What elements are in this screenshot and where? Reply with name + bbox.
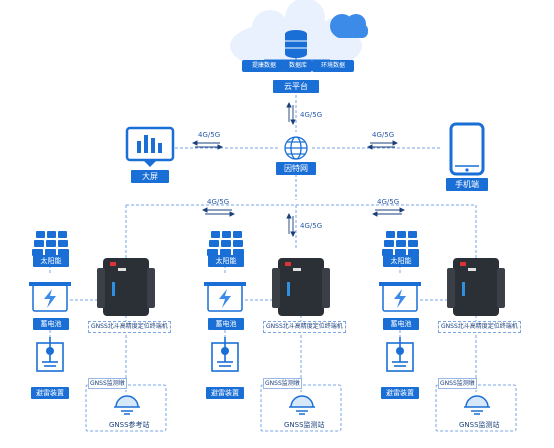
- solar-panel-icon: [382, 231, 419, 256]
- cloud-item-health-data: 提康数据: [242, 60, 286, 72]
- cloud-item-environment-data: 环境数据: [312, 60, 354, 72]
- cloud-item-database: 数据库: [284, 60, 312, 72]
- big-screen-icon: [125, 126, 175, 167]
- battery-label: 蓄电池: [208, 318, 244, 330]
- battery-label: 蓄电池: [33, 318, 69, 330]
- terminal-label: GNSS北斗高精度定位终端机: [263, 321, 346, 333]
- solar-panel-icon: [32, 231, 69, 256]
- gnss-station-label: GNSS监测站: [284, 421, 325, 429]
- left-link-label: 4G/5G: [207, 198, 230, 206]
- gnss-antenna-icon: [114, 395, 140, 415]
- gnss-antenna-icon: [464, 395, 490, 415]
- solar-label: 太阳能: [208, 255, 244, 267]
- lightning-rod-icon: [386, 337, 414, 372]
- gnss-pier-tag: GNSS监测墩: [88, 378, 127, 389]
- lightning-protector-label: 避雷装置: [206, 387, 244, 399]
- battery-icon: [29, 282, 71, 312]
- right-link-label: 4G/5G: [377, 198, 400, 206]
- center-link-label: 4G/5G: [300, 222, 323, 230]
- lightning-rod-icon: [211, 337, 239, 372]
- gnss-terminal-device: [447, 258, 505, 316]
- station-1-art: [29, 231, 167, 432]
- lightning-protector-label: 避雷装置: [381, 387, 419, 399]
- terminal-label: GNSS北斗高精度定位终端机: [438, 321, 521, 333]
- phone-label: 手机端: [446, 178, 488, 191]
- gnss-pier-tag: GNSS监测墩: [438, 378, 477, 389]
- solar-label: 太阳能: [383, 255, 419, 267]
- solar-label: 太阳能: [33, 255, 69, 267]
- solar-panel-icon: [207, 231, 244, 256]
- battery-icon: [379, 282, 421, 312]
- internet-globe-icon: [284, 136, 308, 160]
- database-icon: [285, 30, 307, 58]
- gnss-station-label: GNSS监测站: [459, 421, 500, 429]
- link-arrows: [191, 101, 406, 238]
- lightning-protector-label: 避雷装置: [31, 387, 69, 399]
- gnss-pier-tag: GNSS监测墩: [263, 378, 302, 389]
- big-screen-link-label: 4G/5G: [198, 131, 221, 139]
- connection-lines: [125, 95, 477, 258]
- cloud-link-label: 4G/5G: [300, 111, 323, 119]
- terminal-label: GNSS北斗高精度定位终端机: [88, 321, 171, 333]
- battery-icon: [204, 282, 246, 312]
- phone-link-label: 4G/5G: [372, 131, 395, 139]
- internet-label: 因特网: [276, 162, 316, 175]
- battery-label: 蓄电池: [383, 318, 419, 330]
- phone-icon: [449, 122, 485, 176]
- cloud-platform-label: 云平台: [273, 80, 319, 93]
- lightning-rod-icon: [36, 337, 64, 372]
- gnss-terminal-device: [97, 258, 155, 316]
- big-screen-label: 大屏: [131, 170, 169, 183]
- gnss-terminal-device: [272, 258, 330, 316]
- gnss-antenna-icon: [289, 395, 315, 415]
- gnss-station-label: GNSS参考站: [109, 421, 150, 429]
- station-3-art: [379, 231, 517, 432]
